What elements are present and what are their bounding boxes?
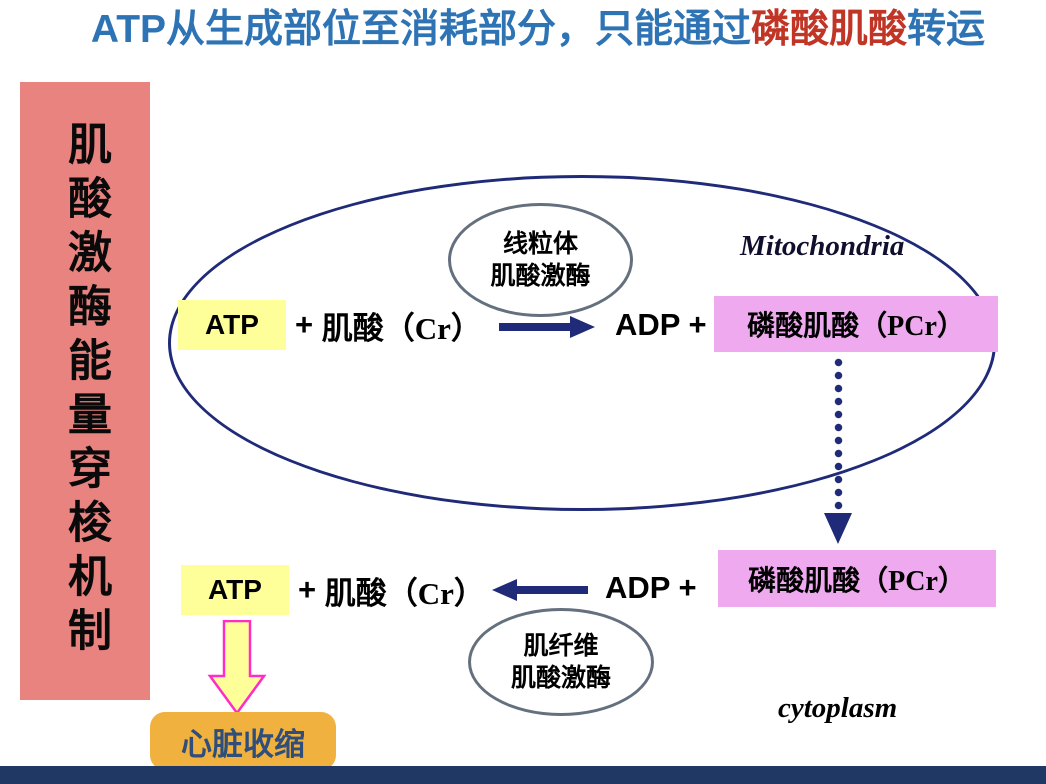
sidebar-vertical-title: 肌酸激酶能量穿梭机制 bbox=[61, 121, 110, 661]
page-title: ATP从生成部位至消耗部分，只能通过磷酸肌酸转运 bbox=[0, 6, 1046, 55]
atp-box-cytoplasm: ATP bbox=[181, 565, 289, 615]
mito-ck-line2: 肌酸激酶 bbox=[490, 262, 591, 290]
title-segment-red: 磷酸肌酸 bbox=[751, 8, 908, 51]
creatine-term-mitochondria: + 肌酸（Cr） bbox=[295, 299, 482, 351]
reverse-reaction-arrow-icon bbox=[492, 579, 588, 601]
creatine-abbrev: （Cr） bbox=[383, 310, 482, 346]
heart-contraction-box: 心脏收缩 bbox=[150, 712, 336, 770]
phosphocreatine-box-cytoplasm: 磷酸肌酸（PCr） bbox=[718, 550, 996, 607]
mito-ck-line1: 线粒体 bbox=[502, 229, 578, 258]
sidebar-banner: 肌酸激酶能量穿梭机制 bbox=[20, 82, 150, 700]
title-segment-blue-2: 转运 bbox=[907, 8, 986, 51]
adp-term-cytoplasm: ADP + bbox=[605, 570, 697, 605]
cytoplasm-region-label: cytoplasm bbox=[778, 692, 898, 724]
bottom-accent-bar bbox=[0, 766, 1046, 784]
creatine-abbrev: （Cr） bbox=[386, 575, 485, 611]
plus-sign: + bbox=[295, 307, 314, 342]
pcr-transfer-arrowhead-icon bbox=[824, 513, 852, 544]
fiber-ck-line1: 肌纤维 bbox=[523, 631, 599, 660]
title-segment-blue-1: ATP从生成部位至消耗部分，只能通过 bbox=[90, 8, 752, 51]
myofibril-creatine-kinase-oval: 肌纤维 肌酸激酶 bbox=[468, 608, 654, 716]
adp-term-mitochondria: ADP + bbox=[615, 307, 707, 342]
creatine-label: 肌酸 bbox=[324, 575, 387, 611]
mitochondrial-creatine-kinase-oval: 线粒体 肌酸激酶 bbox=[448, 203, 633, 317]
pcr-abbrev: （PCr） bbox=[859, 311, 965, 342]
forward-reaction-arrow-icon bbox=[499, 316, 595, 338]
phosphocreatine-box-mitochondria: 磷酸肌酸（PCr） bbox=[714, 296, 998, 352]
creatine-term-cytoplasm: + 肌酸（Cr） bbox=[298, 564, 485, 616]
mitochondria-region-label: Mitochondria bbox=[740, 230, 905, 262]
fiber-ck-line2: 肌酸激酶 bbox=[510, 664, 611, 692]
pcr-label: 磷酸肌酸 bbox=[748, 564, 861, 596]
atp-to-contraction-block-arrow-icon bbox=[207, 620, 267, 715]
pcr-transfer-dotted-arrow bbox=[834, 356, 843, 514]
pcr-abbrev: （PCr） bbox=[860, 565, 966, 597]
atp-box-mitochondria: ATP bbox=[178, 300, 286, 350]
creatine-label: 肌酸 bbox=[321, 310, 384, 346]
plus-sign: + bbox=[298, 572, 317, 607]
pcr-label: 磷酸肌酸 bbox=[747, 310, 860, 341]
